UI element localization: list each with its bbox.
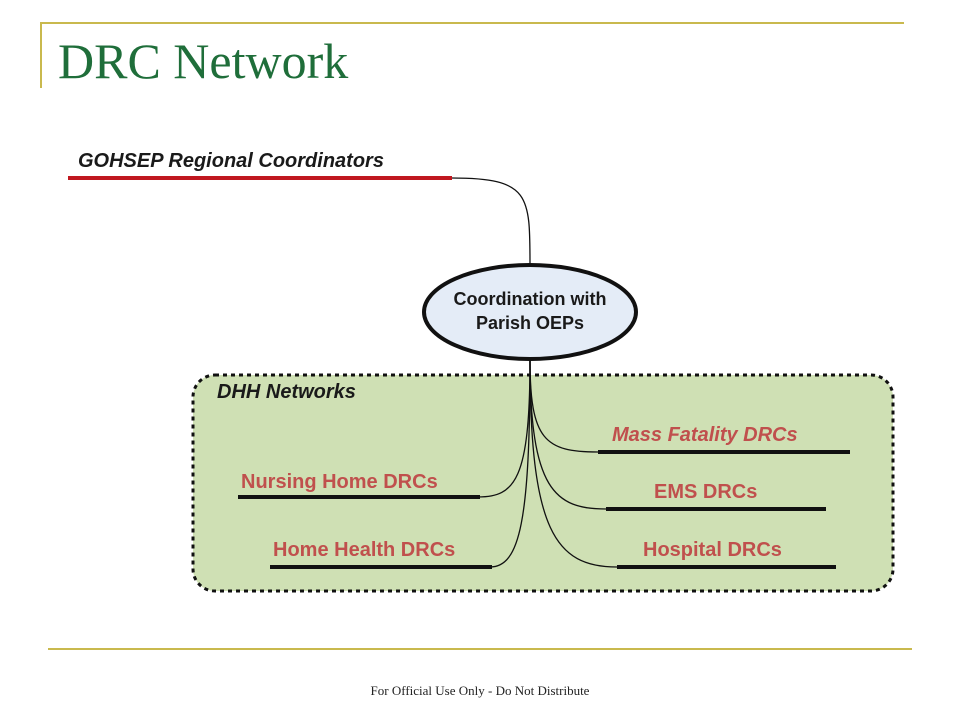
hospital-drcs-label: Hospital DRCs	[643, 539, 782, 561]
top-rule	[40, 22, 904, 24]
mass-fatality-drcs-label: Mass Fatality DRCs	[612, 424, 798, 446]
connector-home-health	[489, 359, 531, 568]
hub-label-line-1: Coordination with	[454, 289, 607, 309]
ems-drcs-label: EMS DRCs	[654, 481, 757, 503]
left-rule	[40, 22, 42, 88]
coordination-hub	[422, 263, 638, 361]
dhh-networks-group	[191, 373, 895, 593]
slide-title: DRC Network	[58, 33, 349, 89]
regional-connector	[451, 177, 531, 266]
branch-connectors	[477, 359, 618, 568]
hub-label-line-2: Parish OEPs	[476, 313, 584, 333]
nursing-home-drcs-label: Nursing Home DRCs	[241, 471, 438, 493]
footer-notice: For Official Use Only - Do Not Distribut…	[370, 683, 590, 698]
home-health-drcs-label: Home Health DRCs	[273, 539, 455, 561]
bottom-rule	[48, 648, 912, 650]
regional-coordinators-label: GOHSEP Regional Coordinators	[78, 150, 384, 172]
dhh-networks-label: DHH Networks	[217, 381, 356, 403]
connector-hospital	[529, 359, 618, 568]
